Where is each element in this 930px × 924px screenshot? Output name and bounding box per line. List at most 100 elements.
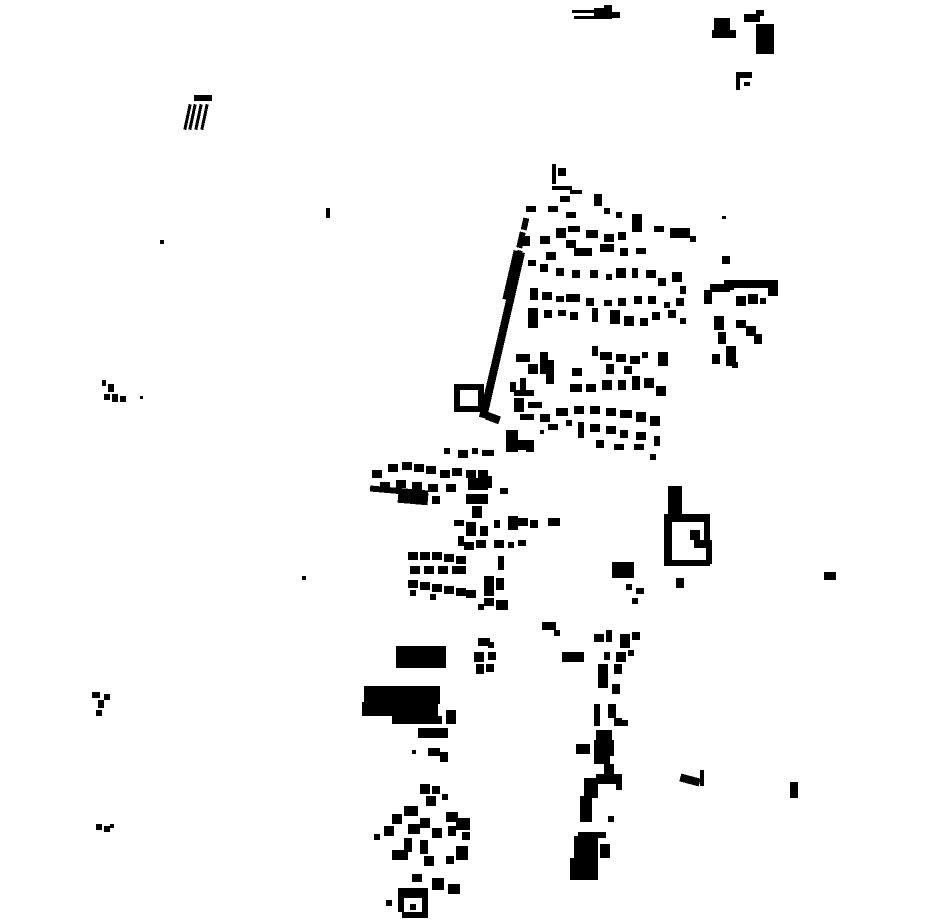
building-footprint [468,478,488,490]
building-footprint [658,352,668,366]
building-footprint [558,168,566,176]
building-footprint [670,228,690,238]
building-footprint [542,292,552,300]
building-footprint [632,632,640,640]
building-footprint [722,256,730,264]
building-footprint [496,578,504,590]
building-footprint [404,806,418,816]
building-footprint [108,384,114,392]
building-footprint [112,394,118,402]
building-footprint [556,408,568,416]
building-footprint [594,756,610,764]
building-footprint [466,522,476,536]
building-footprint [604,5,612,17]
building-footprint [438,566,448,574]
building-footprint [432,552,442,560]
building-footprint [700,770,704,786]
building-footprint [432,496,440,504]
building-footprint [456,556,466,564]
building-footprint [446,484,456,492]
building-footprint [398,896,404,912]
building-footprint [520,217,530,231]
building-footprint [408,552,418,560]
building-footprint [466,470,476,478]
building-footprint [620,410,632,418]
building-footprint [540,264,548,272]
building-footprint [372,470,382,478]
building-footprint [466,494,488,504]
building-footprint [446,710,456,724]
building-footprint [478,470,488,478]
building-footprint [596,440,604,448]
building-footprint [420,552,430,560]
building-footprint [680,318,686,324]
building-footprint [426,466,436,474]
building-footprint [558,310,566,316]
building-footprint [602,380,612,390]
building-footprint [548,518,560,526]
building-footprint [690,530,700,540]
building-footprint [712,354,720,364]
building-footprint [510,382,516,392]
building-footprint [444,586,454,594]
building-footprint [484,576,494,596]
building-footprint [604,652,610,660]
building-footprint [578,832,606,838]
building-footprint [420,840,428,854]
building-footprint [520,414,534,420]
building-footprint [594,704,600,726]
building-footprint [606,364,614,374]
building-footprint [430,594,436,600]
building-footprint [446,812,458,822]
building-footprint [620,634,630,648]
building-footprint [396,480,406,488]
building-footprint [386,900,392,906]
building-footprint [614,718,622,726]
building-footprint [570,312,578,320]
building-footprint [566,240,576,248]
building-footprint [544,310,552,318]
building-footprint [410,904,416,910]
building-footprint [194,103,203,131]
building-footprint [650,416,660,426]
building-footprint [636,588,644,594]
building-footprint [756,24,774,54]
building-footprint [396,646,446,668]
building-footprint [528,308,538,328]
building-footprint [420,818,430,828]
building-footprint [620,248,628,256]
building-footprint [592,346,598,356]
building-footprint [704,290,712,304]
building-footprint [412,750,416,754]
building-footprint [518,540,526,546]
building-footprint [452,468,462,476]
building-footprint [508,516,518,530]
building-footprint [392,716,442,724]
building-footprint [736,296,746,306]
building-footprint [494,520,500,528]
building-footprint [484,598,494,606]
building-footprint [618,380,626,390]
building-footprint [664,560,710,566]
building-footprint [586,298,594,306]
building-footprint [516,231,526,249]
building-footprint [754,334,762,344]
building-footprint [546,252,556,260]
building-footprint [586,384,596,392]
building-footprint [420,582,430,590]
building-footprint [612,684,620,694]
building-footprint [606,274,612,280]
building-footprint [140,396,143,399]
building-footprint [528,402,542,408]
building-footprint [672,514,710,522]
building-footprint [636,412,646,422]
building-footprint [616,782,622,790]
building-footprint [392,850,408,860]
building-footprint [574,16,612,19]
building-footprint [516,440,526,450]
building-footprint [476,540,486,548]
building-footprint [424,856,434,866]
building-footprint [710,284,730,292]
building-footprint [644,378,654,388]
building-footprint [554,630,560,636]
